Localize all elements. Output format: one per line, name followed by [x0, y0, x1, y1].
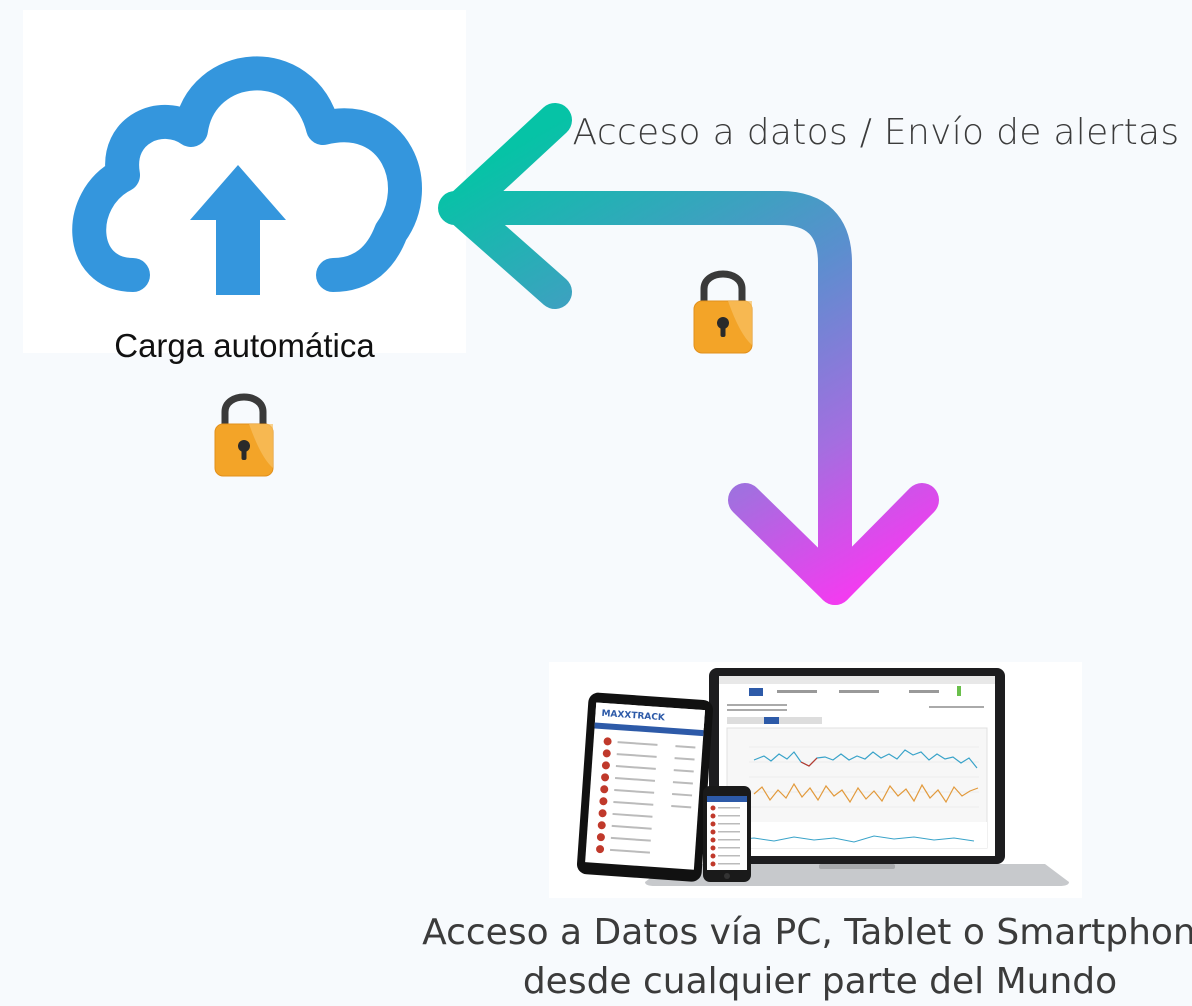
- tablet-logo: MAXXTRACK: [601, 709, 666, 723]
- padlock-icon: [688, 265, 758, 355]
- devices-image: MAXXTRACK: [549, 662, 1082, 898]
- flow-label: Acceso a datos / Envío de alertas: [572, 112, 1180, 153]
- devices-caption: Acceso a Datos vía PC, Tablet o Smartpho…: [420, 908, 1192, 1006]
- padlock-icon: [209, 388, 279, 478]
- arrow-head-down: [728, 483, 939, 605]
- arrow-path: [438, 191, 852, 605]
- caption-line-1: Acceso a Datos vía PC, Tablet o Smartpho…: [422, 912, 1192, 953]
- cloud-label: Carga automática: [114, 327, 375, 364]
- arrow-head-left: [443, 103, 572, 309]
- cloud-upload-icon: [72, 56, 422, 295]
- cloud-card: Carga automática: [23, 10, 466, 364]
- caption-line-2: desde cualquier parte del Mundo: [522, 961, 1118, 1002]
